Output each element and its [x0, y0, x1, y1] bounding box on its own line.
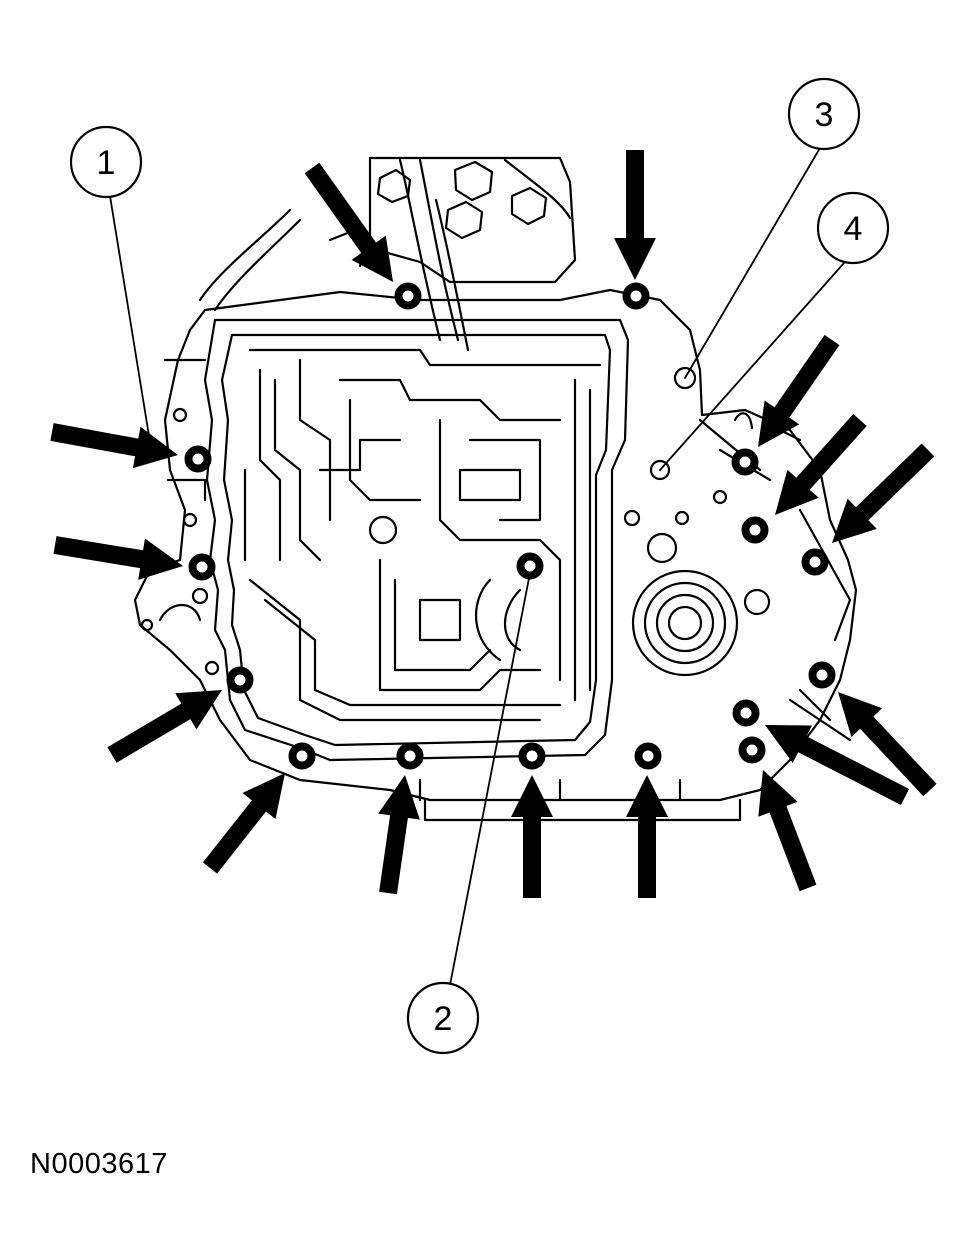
bolt-icon: [732, 699, 760, 727]
leader-lines: [109, 147, 853, 986]
arrow-icon: [758, 770, 817, 892]
arrow-icon: [53, 536, 183, 580]
arrow-icon: [838, 692, 937, 797]
figure-id: N0003617: [30, 1148, 168, 1180]
case-right-details: [623, 366, 852, 742]
arrow-icon: [775, 414, 867, 515]
bolt-icon: [634, 742, 662, 770]
callout-3: 3: [787, 77, 861, 151]
arrow-icon: [202, 773, 285, 874]
bolt-icon: [731, 448, 759, 476]
callout-4-label: 4: [844, 210, 863, 248]
bolt-icon: [808, 661, 836, 689]
bolt-icon: [394, 282, 422, 310]
bolt-icon: [518, 742, 546, 770]
arrow-icon: [832, 443, 935, 543]
bolt-icon: [188, 553, 216, 581]
arrow-icon: [614, 150, 656, 280]
callout-1: 1: [69, 125, 143, 199]
arrow-icon: [765, 725, 910, 805]
arrow-icon: [626, 775, 668, 898]
arrow-icon: [107, 690, 222, 763]
bolt-arrows: [50, 150, 937, 898]
arrow-icon: [758, 334, 840, 447]
bolt-heads: [184, 282, 836, 770]
callout-3-label: 3: [815, 96, 834, 134]
callout-2: 2: [406, 981, 480, 1055]
arrow-icon: [50, 423, 178, 469]
arrow-icon: [511, 775, 553, 898]
callout-1-label: 1: [97, 144, 116, 182]
case-left-details: [140, 358, 220, 676]
bolt-icon: [622, 282, 650, 310]
bolt-icon: [184, 445, 212, 473]
bolt-icon: [516, 552, 544, 580]
callout-4: 4: [816, 191, 890, 265]
bolt-icon: [738, 736, 766, 764]
bolt-icon: [741, 516, 769, 544]
arrow-icon: [378, 775, 420, 895]
bolt-icon: [226, 666, 254, 694]
bolt-icon: [288, 742, 316, 770]
bolt-icon: [396, 742, 424, 770]
valve-body-plate: [203, 318, 630, 762]
callout-2-label: 2: [434, 1000, 453, 1038]
arrow-icon: [304, 162, 393, 282]
oil-pan-edge: [418, 778, 742, 822]
bolt-icon: [801, 548, 829, 576]
